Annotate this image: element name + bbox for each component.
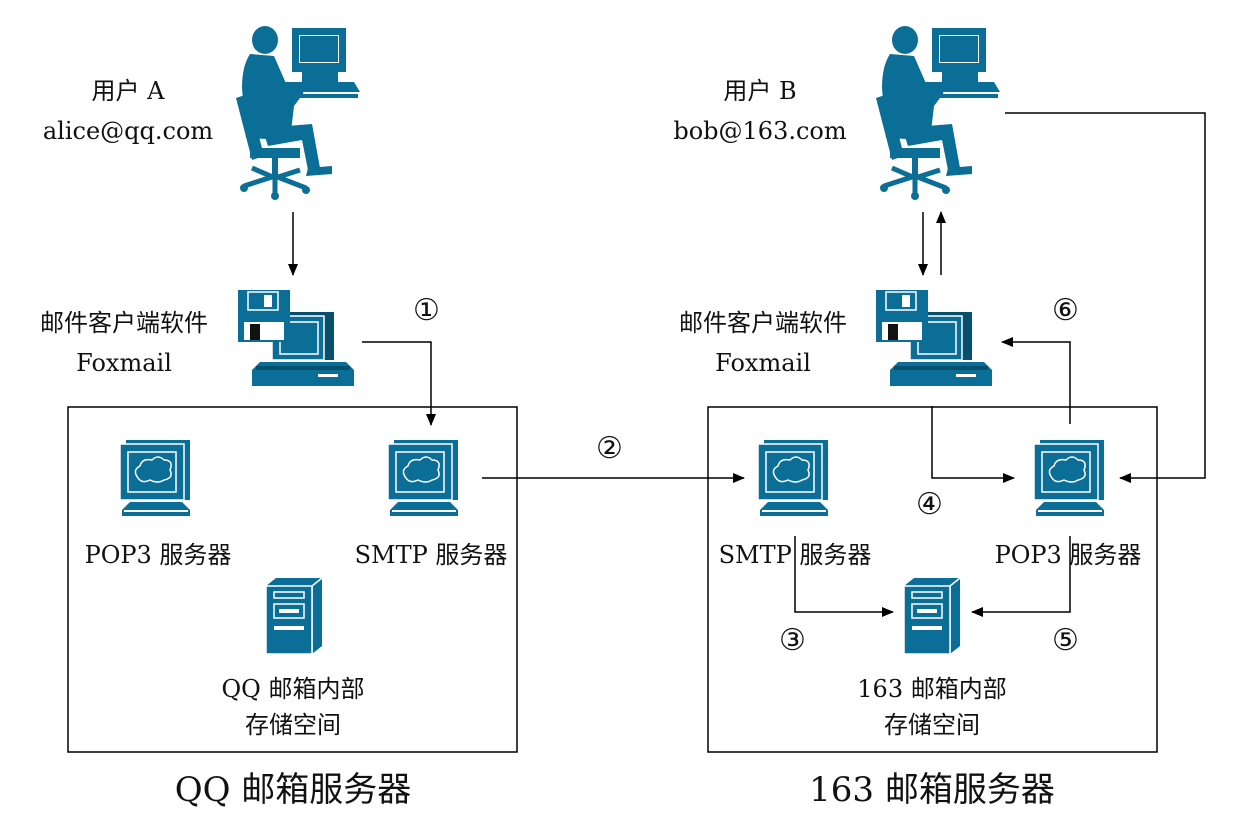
user-a-icon <box>236 26 360 200</box>
qq-server-box <box>67 406 518 753</box>
step-6-marker: ⑥ <box>1052 293 1079 328</box>
n163-storage-label-2: 存储空间 <box>884 711 980 739</box>
step-1-marker: ① <box>413 293 440 328</box>
n163-server-title: 163 邮箱服务器 <box>809 770 1055 810</box>
step-4-marker: ④ <box>916 487 943 522</box>
step-3-marker: ③ <box>779 623 806 658</box>
n163-smtp-label: SMTP 服务器 <box>718 541 872 569</box>
qq-storage-icon <box>265 577 323 655</box>
user-b-name: 用户 B <box>723 77 797 105</box>
client-a-name: 邮件客户端软件 <box>40 309 208 337</box>
qq-storage-label-1: QQ 邮箱内部 <box>221 675 365 703</box>
n163-smtp-server-icon <box>757 439 829 517</box>
user-b-icon <box>876 26 1000 200</box>
qq-smtp-server-icon <box>387 439 459 517</box>
user-b-email: bob@163.com <box>673 117 847 145</box>
qq-server-title: QQ 邮箱服务器 <box>174 770 412 810</box>
step-5-marker: ⑤ <box>1052 623 1079 658</box>
client-b-software: Foxmail <box>715 349 811 377</box>
arrow-step-4 <box>931 406 1015 483</box>
client-b-name: 邮件客户端软件 <box>679 309 847 337</box>
arrow-user-b-to-pop3 <box>1005 112 1206 483</box>
client-b-pc-icon <box>875 289 993 387</box>
arrow-step-6 <box>1001 337 1071 424</box>
client-a-software: Foxmail <box>76 349 172 377</box>
user-a-name: 用户 A <box>91 77 165 105</box>
user-a-email: alice@qq.com <box>42 117 214 145</box>
client-a-pc-icon <box>237 289 355 387</box>
step-2-marker: ② <box>596 431 623 466</box>
qq-pop3-label: POP3 服务器 <box>84 541 232 569</box>
qq-storage-label-2: 存储空间 <box>245 711 341 739</box>
arrow-step-3 <box>794 536 894 617</box>
arrow-step-1 <box>362 341 436 426</box>
arrow-step-5 <box>971 536 1071 617</box>
n163-storage-icon <box>903 577 961 655</box>
qq-smtp-label: SMTP 服务器 <box>354 541 508 569</box>
n163-pop3-server-icon <box>1033 439 1105 517</box>
n163-storage-label-1: 163 邮箱内部 <box>857 675 1007 703</box>
n163-pop3-label: POP3 服务器 <box>994 541 1142 569</box>
qq-pop3-server-icon <box>119 439 191 517</box>
